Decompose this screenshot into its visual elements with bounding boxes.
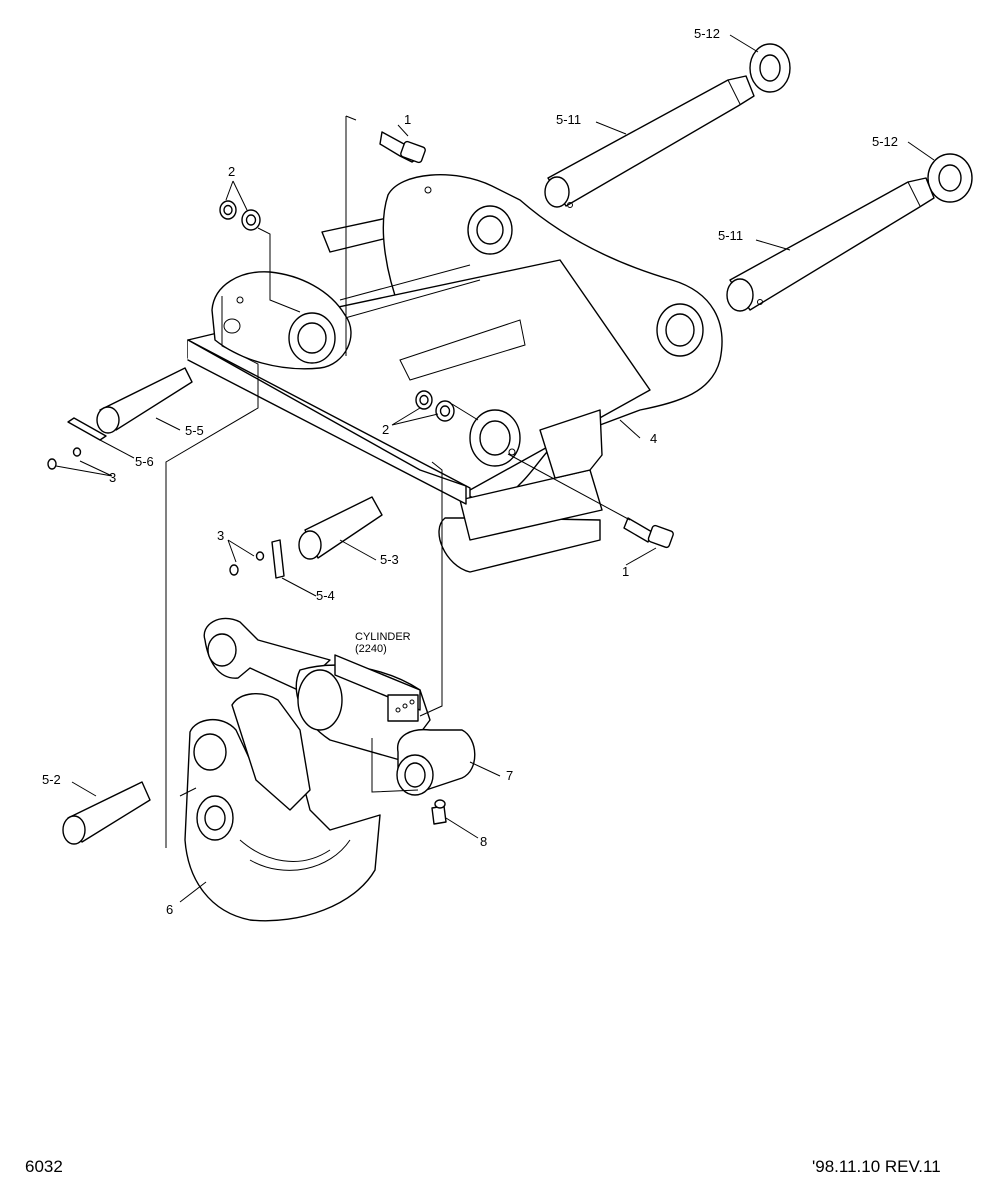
bolt-1-bot[interactable] (623, 517, 674, 549)
bolt-1-top[interactable] (379, 131, 426, 164)
label-3-mid: 3 (217, 528, 224, 543)
coupler-frame-4[interactable] (187, 174, 723, 573)
label-5-6: 5-6 (135, 454, 154, 469)
label-5-11-top: 5-11 (556, 112, 581, 127)
pin-5-11-top[interactable] (544, 75, 755, 208)
label-8: 8 (480, 834, 487, 849)
part-labels: 1 1 2 2 3 3 4 5-2 5-3 5-4 5-5 5-6 5-11 5… (42, 26, 898, 917)
label-2-top: 2 (228, 164, 235, 179)
pin-5-11-mid[interactable] (726, 177, 935, 312)
label-cylinder-code: (2240) (355, 643, 387, 655)
label-5-3: 5-3 (380, 552, 399, 567)
pin-5-5[interactable] (96, 367, 193, 434)
pin-5-2[interactable] (62, 781, 151, 845)
label-cylinder: CYLINDER (355, 631, 411, 643)
label-5-4: 5-4 (316, 588, 335, 603)
label-5-11-mid: 5-11 (718, 228, 743, 243)
screw-3-mid[interactable] (229, 551, 265, 576)
page-code: 6032 (25, 1157, 63, 1176)
nut-2-top[interactable] (219, 200, 261, 231)
label-leaders (55, 34, 935, 903)
label-5-12-mid: 5-12 (872, 134, 898, 149)
label-6: 6 (166, 902, 173, 917)
label-3-left: 3 (109, 470, 116, 485)
label-1-bot: 1 (622, 564, 629, 579)
nut-2-mid[interactable] (415, 390, 455, 422)
cylinder-boss-7[interactable] (396, 728, 476, 796)
pin-5-3[interactable] (298, 496, 383, 560)
plate-5-4[interactable] (271, 539, 285, 579)
washer-5-12-mid[interactable] (927, 153, 973, 203)
cylinder-2240[interactable] (203, 617, 431, 761)
label-5-12-top: 5-12 (694, 26, 720, 41)
label-1-top: 1 (404, 112, 411, 127)
label-2-mid: 2 (382, 422, 389, 437)
label-7: 7 (506, 768, 513, 783)
screw-3-left[interactable] (47, 447, 82, 470)
label-5-5: 5-5 (185, 423, 204, 438)
plate-5-6[interactable] (67, 417, 107, 441)
grease-nipple-8[interactable] (431, 799, 447, 825)
revision-stamp: '98.11.10 REV.11 (812, 1157, 941, 1176)
label-4: 4 (650, 431, 657, 446)
washer-5-12-top[interactable] (749, 43, 791, 93)
label-5-2: 5-2 (42, 772, 61, 787)
hook-6[interactable] (184, 693, 381, 922)
assembly-lines (165, 115, 631, 848)
